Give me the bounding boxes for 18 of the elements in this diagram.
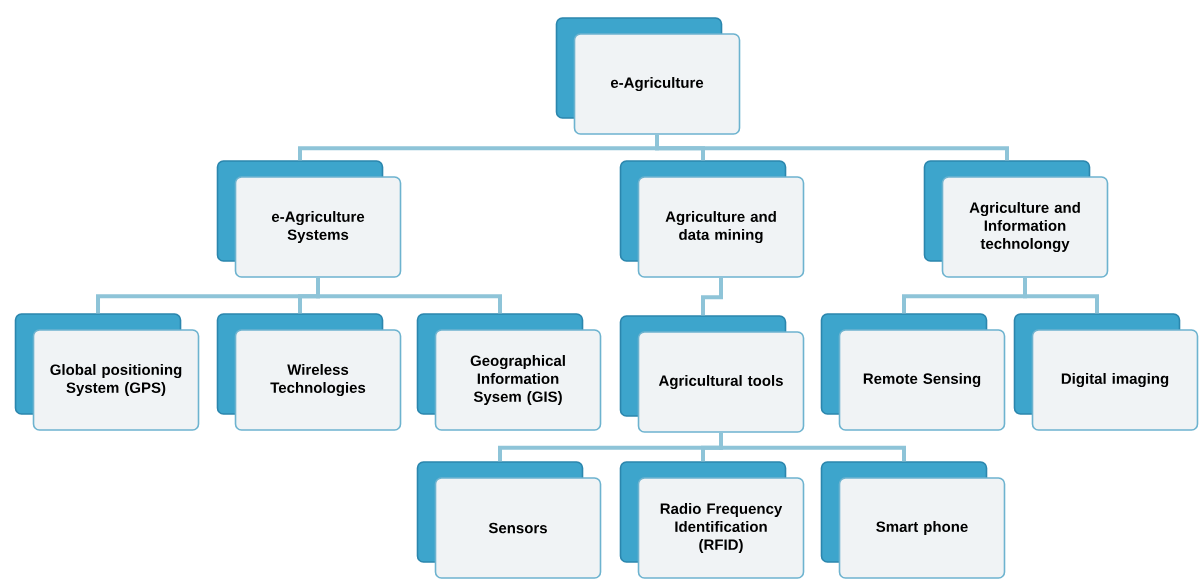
- process-box: Remote Sensing: [820, 313, 1006, 431]
- connector-line: [655, 134, 1009, 161]
- process-box: Agricultural tools: [619, 315, 805, 433]
- process-box: Digital imaging: [1013, 313, 1199, 431]
- connector-line: [701, 277, 723, 316]
- process-box: Wireless Technologies: [216, 313, 402, 431]
- process-box: e-Agriculture: [555, 17, 741, 135]
- process-box: Sensors: [416, 461, 602, 579]
- process-box: Smart phone: [820, 461, 1006, 579]
- process-box: Agriculture and Information technolongy: [923, 160, 1109, 278]
- process-box: Global positioning System (GPS): [14, 313, 200, 431]
- process-box: Radio Frequency Identification (RFID): [619, 461, 805, 579]
- process-box: e-Agriculture Systems: [216, 160, 402, 278]
- connector-line: [316, 277, 502, 314]
- process-box: Agriculture and data mining: [619, 160, 805, 278]
- process-box: Geographical Information Sysem (GIS): [416, 313, 602, 431]
- connector-line: [719, 432, 906, 462]
- connector-line: [1023, 277, 1099, 314]
